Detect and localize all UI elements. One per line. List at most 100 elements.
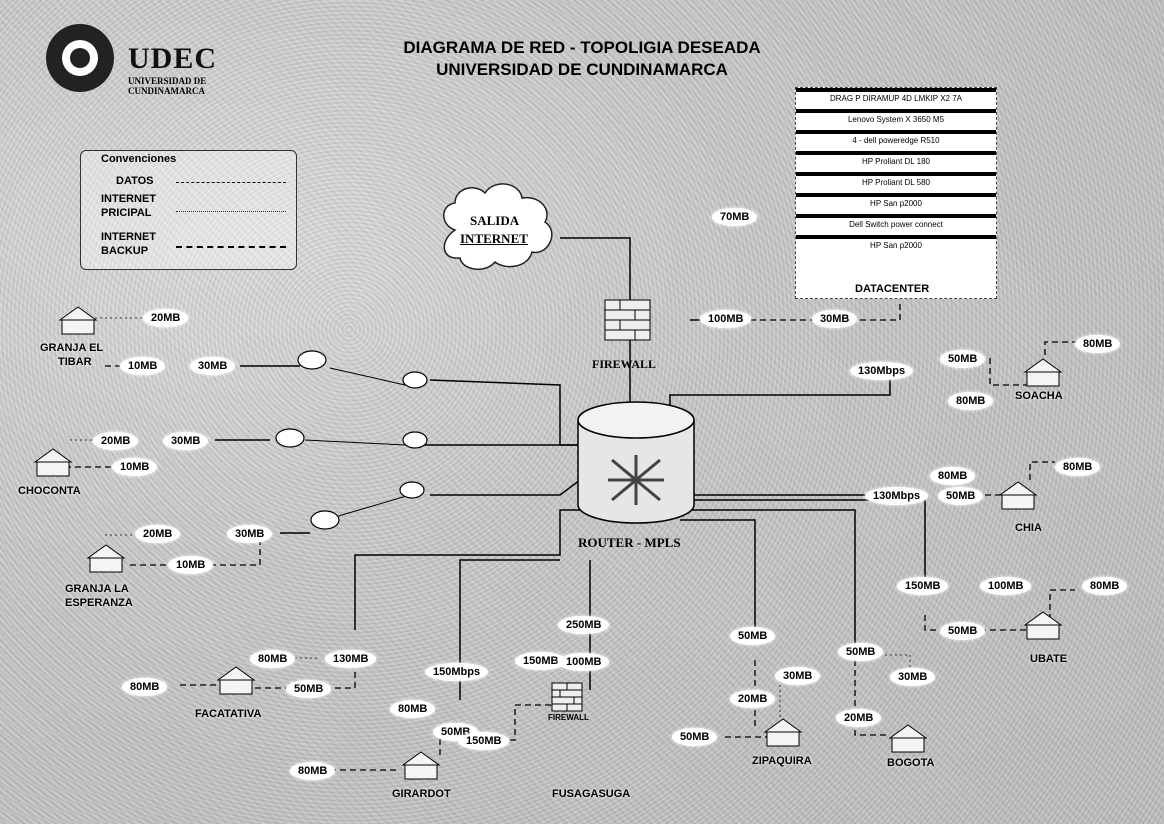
legend-internet-principal-1: INTERNET [101,193,156,205]
satellite-dish-icon [402,371,428,389]
dc-item: HP Proliant DL 180 [796,151,996,172]
link-label: 80MB [1055,458,1101,476]
small-firewall-icon [551,682,583,712]
building-icon [58,306,98,335]
satellite-dish-icon [310,510,340,530]
datacenter-rack: DRAG P DIRAMUP 4D LMKIP X2 7A Lenovo Sys… [795,87,997,299]
satellite-dish-icon [402,431,428,449]
link-label: 100MB [700,310,752,328]
sat-link-1 [329,367,406,386]
link-label: 50MB [838,643,884,661]
link-label: 30MB [163,432,209,450]
site-chia: CHIA [1015,522,1042,534]
link-label: 50MB [730,627,776,645]
link-label: 80MB [1082,577,1128,595]
building-icon [401,751,441,780]
link-label: 30MB [812,310,858,328]
site-granja-esperanza-1: GRANJA LA [65,583,129,595]
site-granja-tibar-2: TIBAR [58,356,92,368]
link-label: 10MB [112,458,158,476]
facatativa-link [354,509,580,630]
datacenter-label: DATACENTER [855,283,930,295]
building-icon [1023,358,1063,387]
link-label: 50MB [938,487,984,505]
satellite-dish-icon [297,350,327,370]
logo-brand: UDEC [128,42,218,75]
dc-item: Dell Switch power connect [796,214,996,235]
soacha-inet [1044,341,1080,355]
dc-item: Lenovo System X 3650 M5 [796,109,996,130]
legend-internet-principal-line [176,211,286,212]
link-label: 80MB [390,700,436,718]
link-label: 80MB [948,392,994,410]
logo-sub2: CUNDINAMARCA [128,86,205,96]
zipaquira-link [680,519,756,640]
satellite-links [304,367,411,518]
link-label: 80MB [930,467,976,485]
satellite-dish-icon [399,481,425,499]
link-label: 150MB [458,732,510,750]
link-label: 30MB [190,357,236,375]
link-label: 10MB [168,556,214,574]
cloud-label-2: INTERNET [460,231,528,246]
link-label: 20MB [730,690,776,708]
legend-datos-line [176,182,286,183]
link-label: 100MB [980,577,1032,595]
legend-heading: Convenciones [101,153,177,165]
girardot-link [459,559,560,700]
udec-logo: UDEC UNIVERSIDAD DE CUNDINAMARCA [128,42,217,96]
link-label: 20MB [135,525,181,543]
link-label: 130Mbps [865,487,929,505]
site-girardot: GIRARDOT [392,788,451,800]
chia-inet [1029,461,1055,480]
link-label: 50MB [672,728,718,746]
bog-backup [854,660,890,736]
sat3-router-link [430,479,581,496]
satellite-dishes [275,350,428,530]
building-icon [888,724,928,753]
link-label: 80MB [290,762,336,780]
soacha-link [669,370,891,410]
sat-link-2 [304,439,406,446]
firewall-icon [604,299,651,341]
legend-internet-backup-1: INTERNET [101,231,156,243]
link-label: 30MB [775,667,821,685]
link-label: 130Mbps [850,362,914,380]
router-label: ROUTER - MPLS [578,535,681,550]
site-ubate: UBATE [1030,653,1068,665]
link-label: 10MB [120,357,166,375]
ubate-link [690,499,926,585]
page-title-line1: DIAGRAMA DE RED - TOPOLIGIA DESEADA [403,38,761,57]
internet-links [70,317,911,718]
sat-link-3 [334,494,411,518]
link-label: 150MB [897,577,949,595]
link-label: 70MB [712,208,758,226]
link-label: 80MB [122,678,168,696]
firewall-label: FIREWALL [592,357,657,371]
building-icon [763,718,803,747]
router-icon [577,401,695,524]
link-label: 30MB [890,668,936,686]
bogota-link [690,509,856,645]
internet-cloud-icon [443,183,553,270]
site-zipaquira: ZIPAQUIRA [752,755,812,767]
building-icon [998,481,1038,510]
link-label: 100MB [558,653,610,671]
site-buildings [33,306,1063,780]
building-icon [33,448,73,477]
dc-item: HP Proliant DL 580 [796,172,996,193]
university-seal-icon [46,24,114,92]
link-label: 20MB [93,432,139,450]
legend-internet-backup-2: BACKUP [101,245,149,257]
cloud-label-1: SALIDA [470,213,520,228]
page-title-line2: UNIVERSIDAD DE CUNDINAMARCA [436,60,728,79]
link-label: 250MB [558,616,610,634]
sat1-router-link [429,379,580,446]
site-soacha: SOACHA [1015,390,1063,402]
site-fusagasuga: FUSAGASUGA [552,788,631,800]
link-label: 80MB [1075,335,1121,353]
dc-backup [750,300,901,321]
link-label: 50MB [940,622,986,640]
link-label: 50MB [940,350,986,368]
